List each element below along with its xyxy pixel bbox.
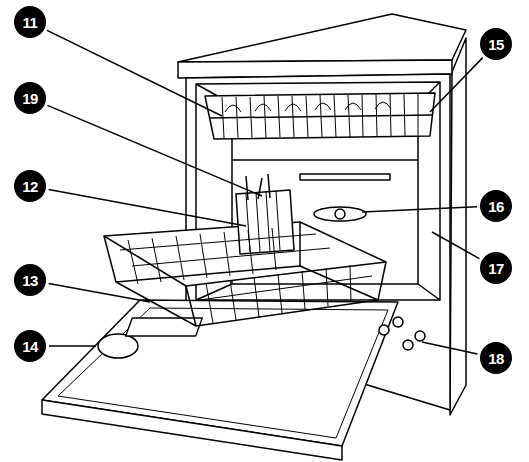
spray-arm [314,207,366,221]
cup-hooks [225,102,391,112]
leader-line [422,342,477,354]
spray-arm-upper [300,174,390,180]
leader-line [49,283,150,302]
door-edge [42,400,342,460]
leader-line [48,105,262,196]
callout-number: 19 [14,82,46,114]
leader-line [432,232,479,259]
cutlery-dividers [246,191,280,252]
leader-line [47,30,222,116]
cabinet-side [450,38,466,415]
leader-line [49,189,246,226]
leader-line [362,207,477,212]
detergent-box [126,318,203,336]
callout-number: 11 [14,6,46,38]
callout-number: 17 [480,252,512,284]
lower-basket-wires [128,228,351,323]
upper-basket [205,93,435,139]
callout-number: 14 [14,330,46,362]
leader-line [430,58,483,112]
door-dispenser [98,334,138,358]
callout-number: 18 [480,342,512,374]
callout-number: 12 [14,170,46,202]
callout-number: 13 [14,264,46,296]
callout-number: 16 [480,190,512,222]
leader-line [49,345,96,347]
control-knob [379,325,389,335]
basket-wires [222,94,418,138]
cutlery-basket [236,190,294,254]
callout-number: 15 [480,28,512,60]
lid-top [178,14,466,62]
